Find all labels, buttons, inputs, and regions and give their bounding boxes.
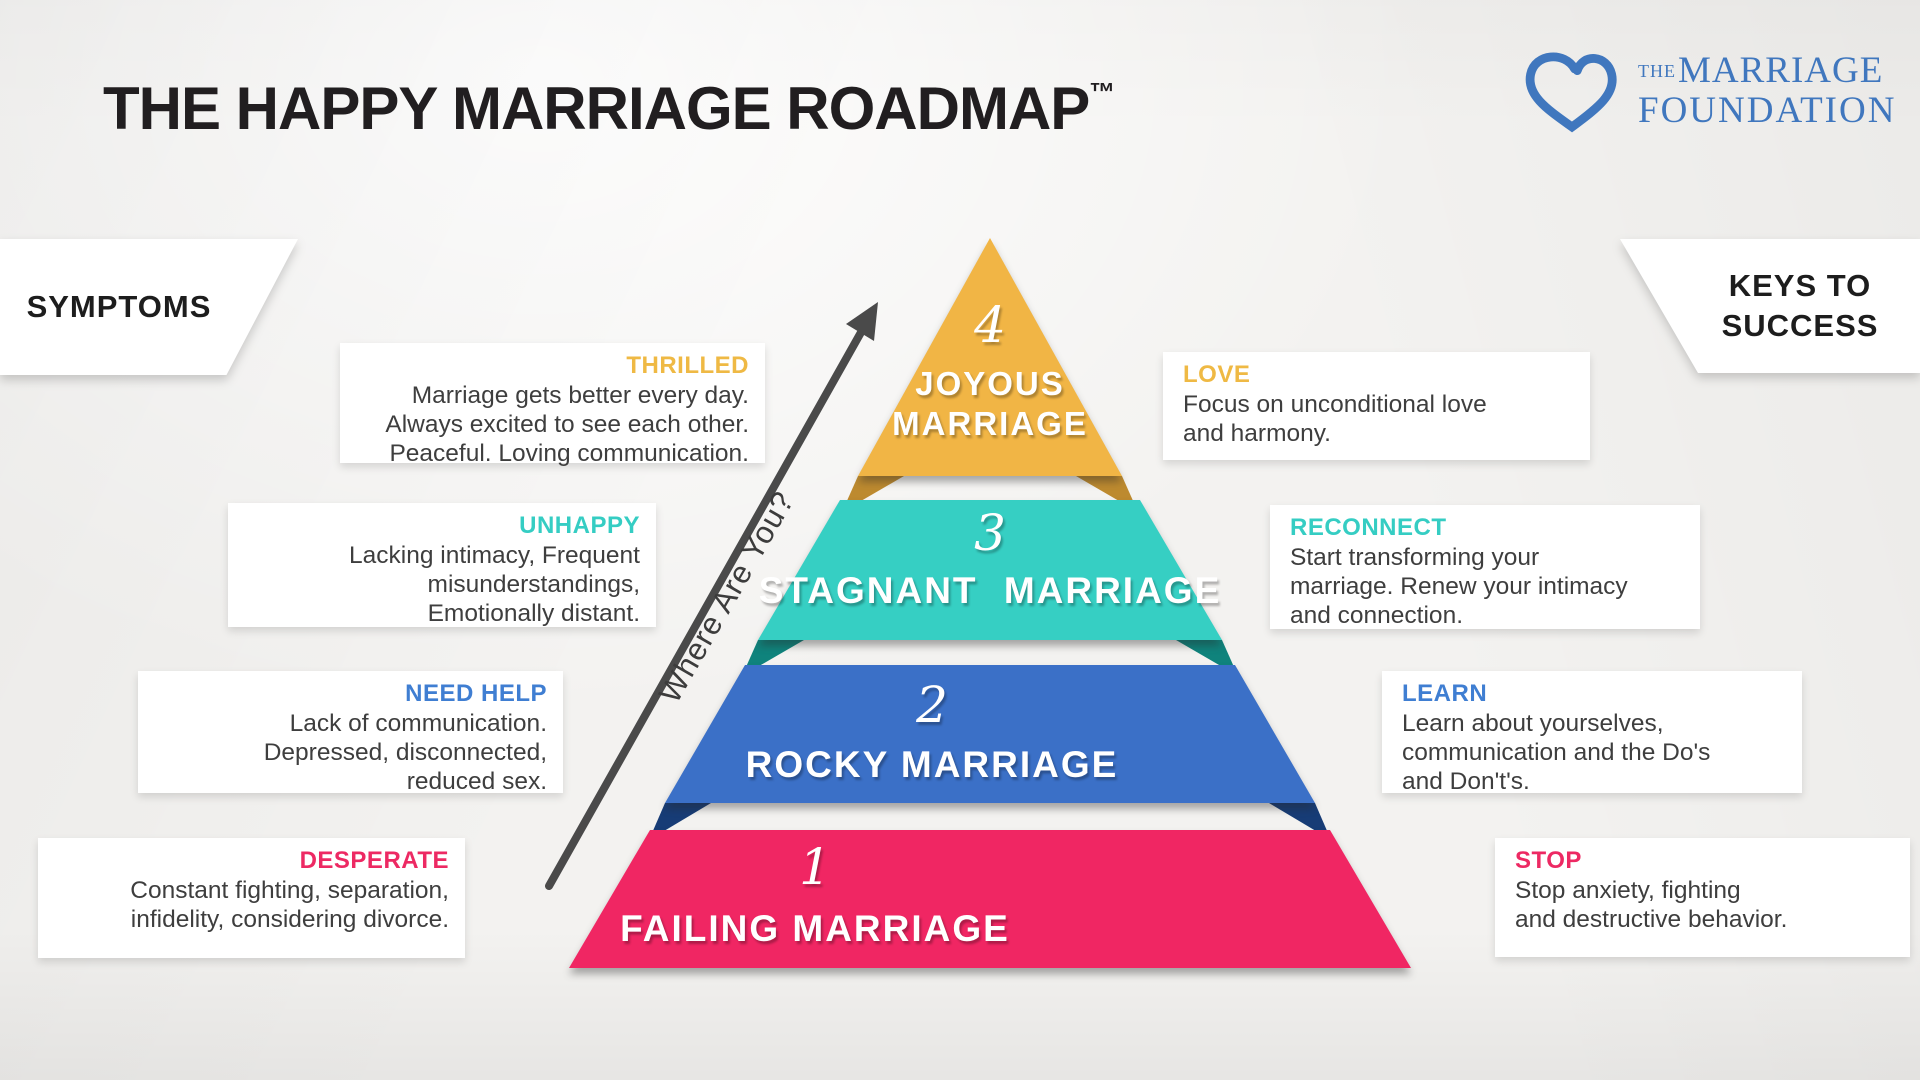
pyramid-level-3-label: 3 STAGNANT MARRIAGE <box>759 508 1222 612</box>
symptom-text-line: Depressed, disconnected, <box>263 739 547 766</box>
symptom-text-line: Always excited to see each other. <box>385 411 749 438</box>
brand-logo: THE MARRIAGE FOUNDATION <box>1516 46 1896 134</box>
logo-foundation: FOUNDATION <box>1638 89 1897 131</box>
level-2-fold-right <box>1269 803 1331 840</box>
key-heading-learn: LEARN <box>1402 680 1488 707</box>
level-3-fold-left <box>742 640 804 676</box>
symptom-card-desperate: DESPERATE Constant fighting, separation,… <box>38 838 465 958</box>
level-3-number: 3 <box>974 504 1006 562</box>
key-text-line: marriage. Renew your intimacy <box>1290 573 1628 600</box>
key-heading-reconnect: RECONNECT <box>1290 514 1447 541</box>
symptom-heading-thrilled: THRILLED <box>626 352 749 379</box>
level-3-name: STAGNANT MARRIAGE <box>758 570 1222 611</box>
level-2-number: 2 <box>916 676 948 734</box>
key-card-reconnect: RECONNECT Start transforming your marria… <box>1270 505 1700 629</box>
keys-banner: KEYS TO SUCCESS <box>1620 239 1920 373</box>
symptom-text-line: reduced sex. <box>406 768 547 795</box>
symptoms-banner: SYMPTOMS <box>0 239 298 375</box>
growth-arrow-head <box>846 302 878 341</box>
symptom-text-line: Emotionally distant. <box>427 600 640 627</box>
key-text-line: and Don't's. <box>1402 768 1530 795</box>
key-heading-stop: STOP <box>1515 847 1582 874</box>
level-4-number: 4 <box>974 296 1006 354</box>
pyramid-level-1-label: 1 FAILING MARRIAGE <box>620 842 1010 950</box>
symptom-text-line: misunderstandings, <box>427 571 640 598</box>
symptom-card-thrilled: THRILLED Marriage gets better every day.… <box>340 343 765 467</box>
brand-logo-text: THE MARRIAGE FOUNDATION <box>1638 52 1896 129</box>
logo-marriage: MARRIAGE <box>1678 49 1884 91</box>
symptoms-banner-wrap: SYMPTOMS <box>0 239 298 375</box>
symptom-text-line: Lack of communication. <box>289 710 547 737</box>
key-text-line: communication and the Do's <box>1402 739 1711 766</box>
keys-banner-wrap: KEYS TO SUCCESS <box>1620 239 1920 373</box>
key-heading-love: LOVE <box>1183 361 1251 388</box>
key-text-line: Stop anxiety, fighting <box>1515 877 1741 904</box>
logo-the: THE <box>1638 61 1676 81</box>
key-card-learn: LEARN Learn about yourselves, communicat… <box>1382 671 1802 795</box>
page-title-text: THE HAPPY MARRIAGE ROADMAP <box>103 75 1090 143</box>
key-text-line: and destructive behavior. <box>1515 906 1788 933</box>
key-text-line: Start transforming your <box>1290 544 1540 571</box>
heart-icon <box>1525 52 1617 133</box>
keys-banner-line1: KEYS TO <box>1728 267 1872 303</box>
symptom-card-need-help: NEED HELP Lack of communication. Depress… <box>138 671 563 795</box>
level-3-fold-right <box>1176 640 1238 676</box>
key-text-line: Learn about yourselves, <box>1402 710 1664 737</box>
key-text-line: Focus on unconditional love <box>1183 391 1487 418</box>
key-card-love: LOVE Focus on unconditional love and har… <box>1163 352 1590 460</box>
symptom-text-line: Marriage gets better every day. <box>411 382 749 409</box>
symptom-text-line: infidelity, considering divorce. <box>130 906 449 933</box>
symptom-text-line: Peaceful. Loving communication. <box>389 440 749 467</box>
keys-banner-line2: SUCCESS <box>1721 308 1879 343</box>
level-2-fold-left <box>649 803 711 840</box>
symptom-heading-desperate: DESPERATE <box>299 847 449 874</box>
pyramid-level-2-label: 2 ROCKY MARRIAGE <box>746 680 1119 786</box>
level-1-name: FAILING MARRIAGE <box>620 908 1010 949</box>
symptoms-banner-label: SYMPTOMS <box>26 289 212 324</box>
key-card-stop: STOP Stop anxiety, fighting and destruct… <box>1495 838 1910 957</box>
level-1-number: 1 <box>799 838 831 896</box>
symptom-heading-need-help: NEED HELP <box>405 680 547 707</box>
symptom-heading-unhappy: UNHAPPY <box>519 512 640 539</box>
trademark-symbol: ™ <box>1089 77 1116 108</box>
symptom-text-line: Lacking intimacy, Frequent <box>349 542 640 569</box>
symptom-card-unhappy: UNHAPPY Lacking intimacy, Frequent misun… <box>228 503 656 627</box>
level-4-fold-left <box>842 476 904 512</box>
page-title: THE HAPPY MARRIAGE ROADMAP™ <box>103 74 1115 143</box>
level-2-name: ROCKY MARRIAGE <box>745 744 1119 785</box>
key-text-line: and harmony. <box>1183 420 1331 447</box>
level-4-fold-right <box>1076 476 1138 512</box>
key-text-line: and connection. <box>1290 602 1463 629</box>
symptom-text-line: Constant fighting, separation, <box>130 877 449 904</box>
